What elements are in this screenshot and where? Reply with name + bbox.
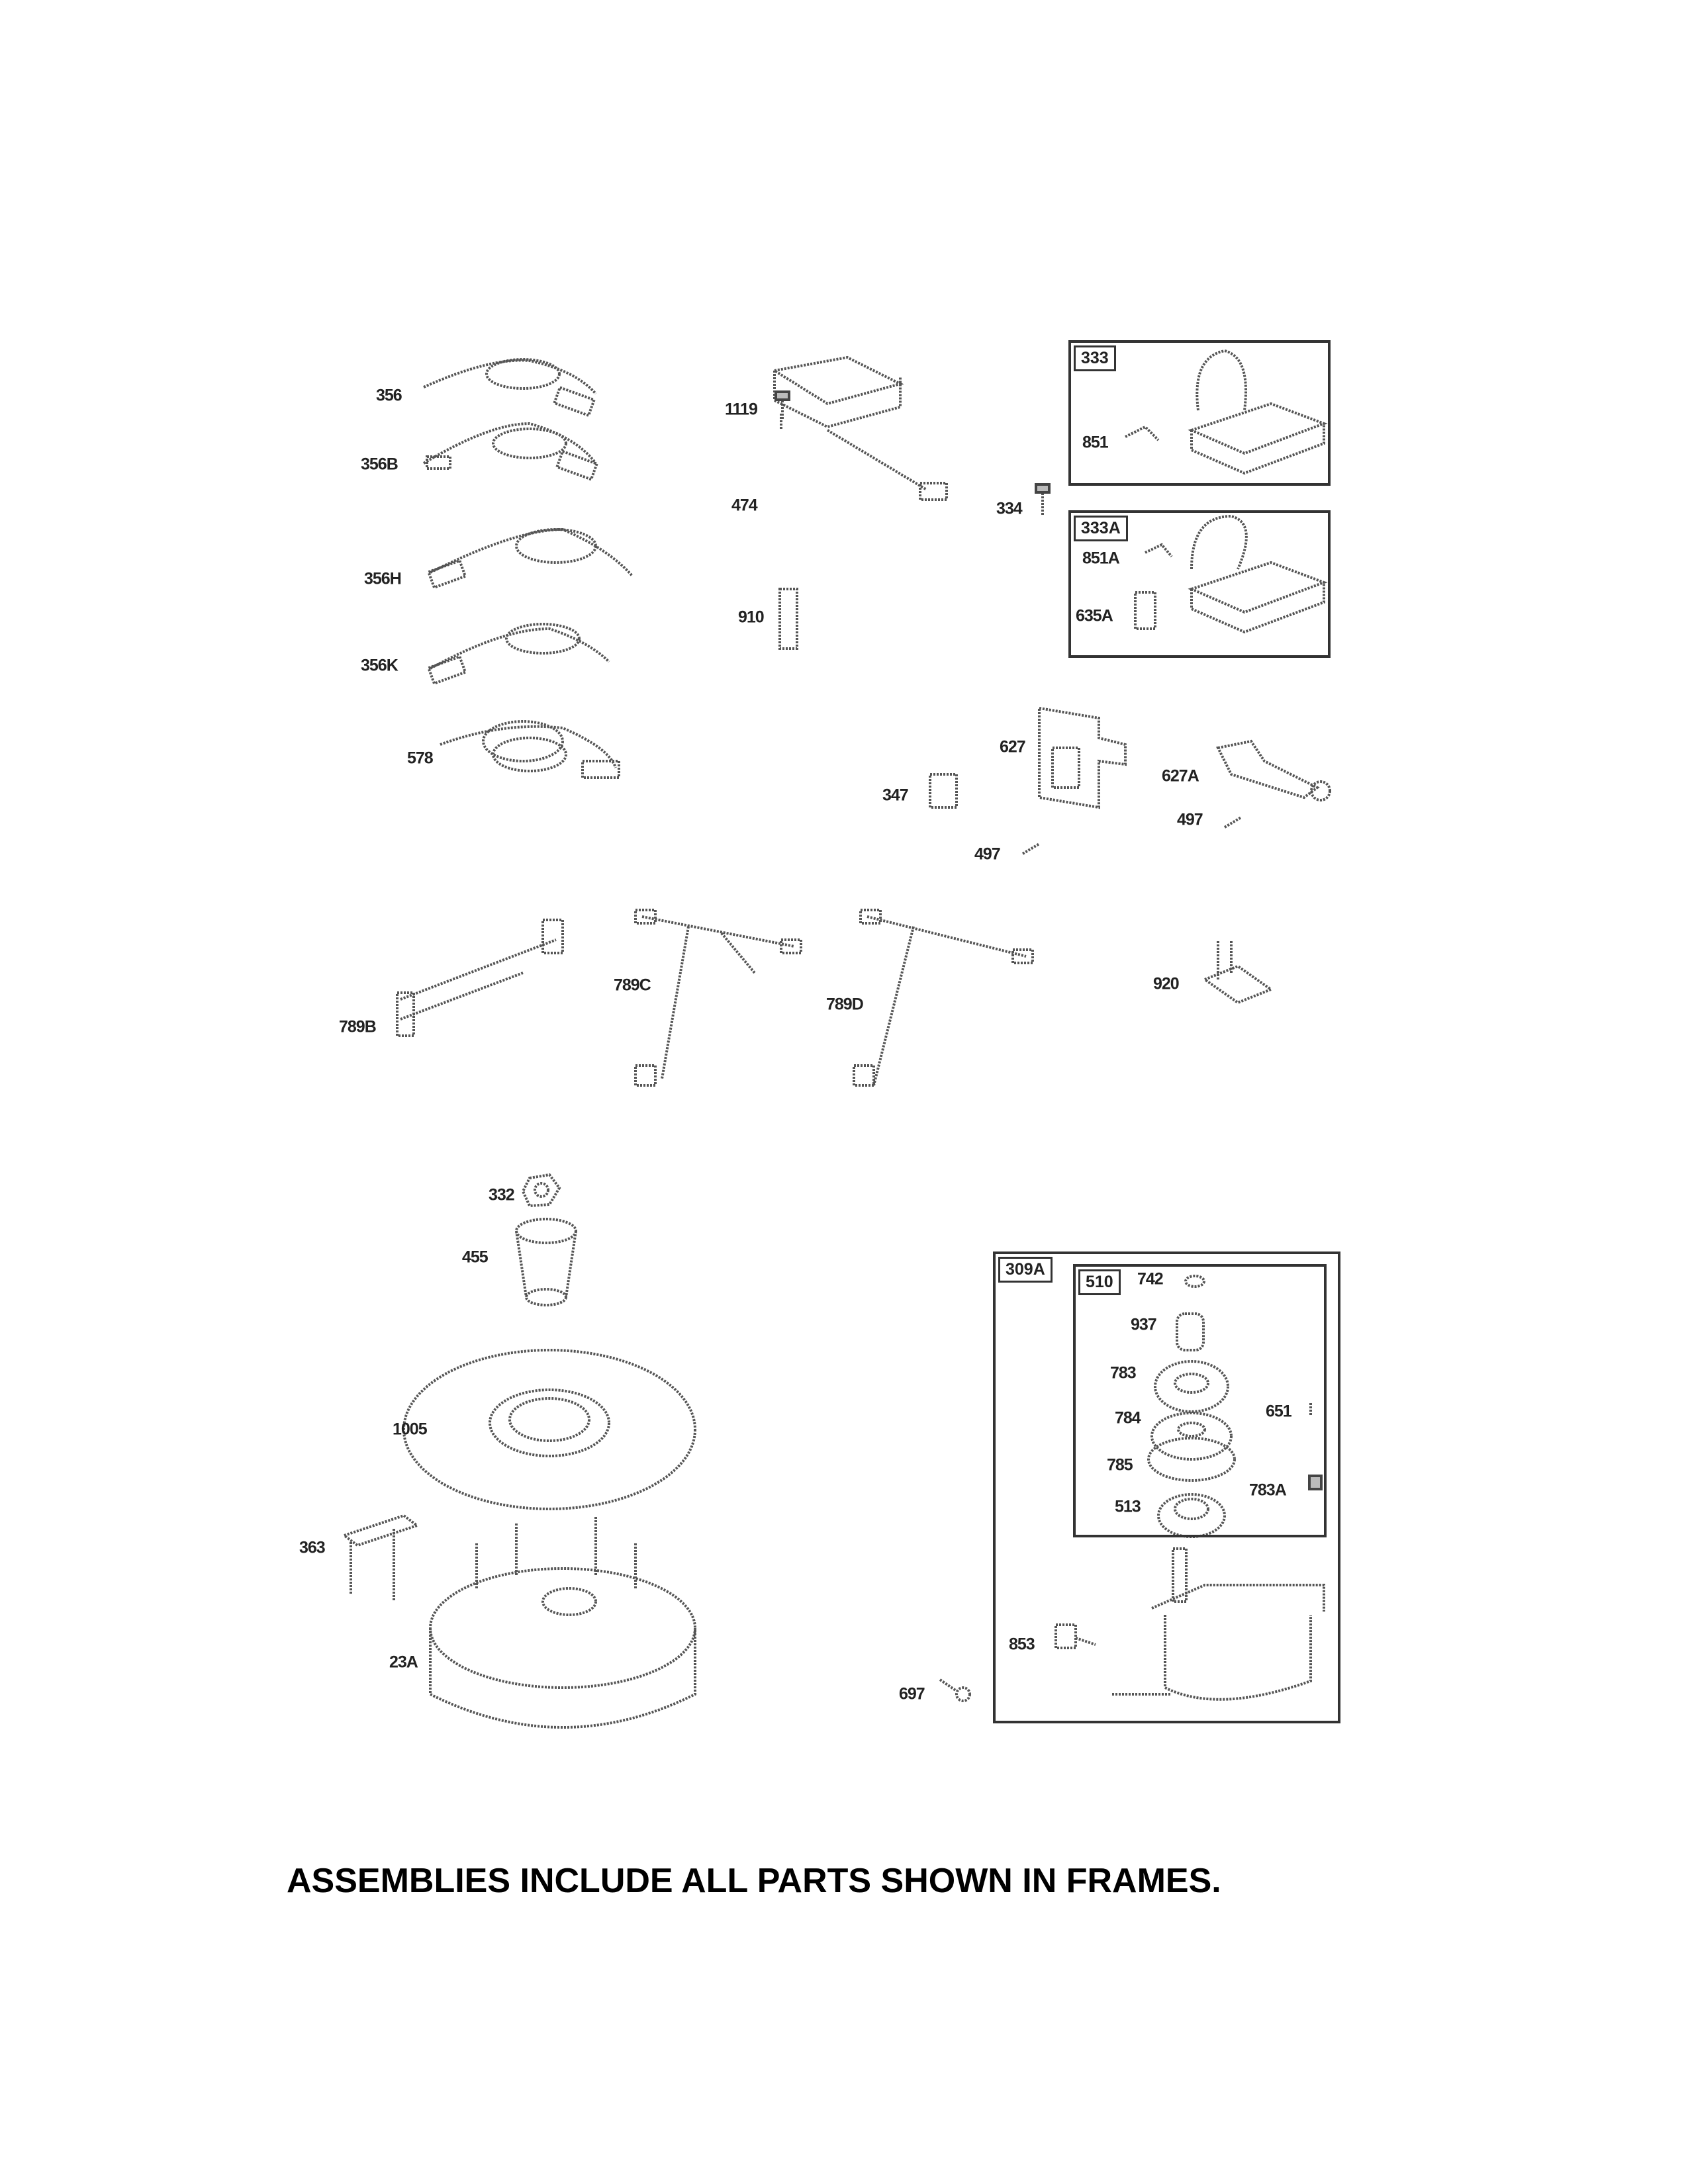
part-label-497: 497 bbox=[1177, 810, 1203, 829]
part-label-785: 785 bbox=[1107, 1455, 1133, 1475]
wire-356h bbox=[426, 527, 633, 590]
part-label-513: 513 bbox=[1115, 1497, 1141, 1516]
bracket-627 bbox=[1038, 706, 1127, 809]
part-label-363: 363 bbox=[299, 1538, 326, 1557]
frame-tag-510: 510 bbox=[1078, 1269, 1121, 1295]
armature-333a bbox=[1134, 514, 1328, 634]
part-label-455: 455 bbox=[462, 1248, 489, 1267]
part-label-784: 784 bbox=[1115, 1408, 1141, 1428]
harness-789b bbox=[396, 919, 564, 1037]
spacer-910 bbox=[778, 588, 798, 650]
part-label-635a: 635A bbox=[1076, 606, 1113, 625]
frame-tag-333a: 333A bbox=[1074, 516, 1128, 541]
gear-783 bbox=[1154, 1360, 1229, 1413]
part-label-347: 347 bbox=[882, 786, 909, 805]
part-label-23a: 23A bbox=[389, 1653, 418, 1672]
washer-742 bbox=[1184, 1275, 1205, 1288]
frame-tag-333: 333 bbox=[1074, 345, 1116, 371]
part-label-474: 474 bbox=[731, 496, 758, 515]
part-label-937: 937 bbox=[1131, 1315, 1157, 1334]
part-label-783a: 783A bbox=[1249, 1480, 1287, 1500]
wire-356k bbox=[426, 623, 610, 686]
bolt-697 bbox=[939, 1678, 971, 1702]
part-label-332: 332 bbox=[489, 1185, 515, 1205]
part-label-1119: 1119 bbox=[725, 400, 758, 419]
switch-347 bbox=[929, 773, 958, 809]
part-label-334: 334 bbox=[996, 499, 1023, 518]
footer-note: ASSEMBLIES INCLUDE ALL PARTS SHOWN IN FR… bbox=[287, 1862, 1221, 1900]
part-label-851a: 851A bbox=[1082, 549, 1120, 568]
part-label-627a: 627A bbox=[1162, 766, 1199, 786]
harness-789c bbox=[634, 909, 802, 1087]
part-label-497: 497 bbox=[974, 844, 1001, 864]
part-label-356h: 356H bbox=[364, 569, 402, 588]
flywheel-23a bbox=[429, 1516, 696, 1729]
nut-332 bbox=[521, 1173, 561, 1208]
part-label-910: 910 bbox=[738, 608, 765, 627]
part-label-651: 651 bbox=[1266, 1402, 1292, 1421]
frame-309a: 309A bbox=[993, 1251, 1340, 1723]
part-label-578: 578 bbox=[407, 749, 434, 768]
armature-333 bbox=[1125, 349, 1328, 475]
part-label-789b: 789B bbox=[339, 1017, 377, 1036]
ignition-module-474 bbox=[771, 355, 948, 501]
bracket-627a bbox=[1216, 739, 1331, 801]
part-label-1005: 1005 bbox=[393, 1420, 428, 1439]
part-label-356b: 356B bbox=[361, 455, 399, 474]
nut-783a bbox=[1308, 1475, 1323, 1490]
part-label-920: 920 bbox=[1153, 974, 1180, 993]
clutch-784-785 bbox=[1147, 1412, 1236, 1482]
part-label-697: 697 bbox=[899, 1684, 925, 1704]
frame-tag-309a: 309A bbox=[998, 1257, 1053, 1283]
connector-853 bbox=[1055, 1623, 1096, 1649]
part-label-851: 851 bbox=[1082, 433, 1109, 452]
screw-497 bbox=[1021, 816, 1243, 855]
frame-333a: 333A bbox=[1068, 510, 1331, 658]
spring-937 bbox=[1176, 1312, 1205, 1351]
part-label-783: 783 bbox=[1110, 1363, 1137, 1383]
part-label-853: 853 bbox=[1009, 1635, 1035, 1654]
part-label-356k: 356K bbox=[361, 656, 399, 675]
part-label-742: 742 bbox=[1137, 1269, 1164, 1289]
cup-455 bbox=[515, 1218, 577, 1306]
frame-510: 510 bbox=[1073, 1264, 1327, 1537]
part-label-789c: 789C bbox=[614, 976, 651, 995]
screw-334 bbox=[1035, 483, 1051, 516]
stud-363 bbox=[341, 1514, 420, 1602]
wire-578 bbox=[440, 720, 620, 779]
wire-356 bbox=[423, 358, 597, 418]
rectifier-920 bbox=[1201, 940, 1274, 1005]
harness-789d bbox=[853, 909, 1034, 1087]
screw-1119 bbox=[774, 390, 790, 420]
frame-333: 333 bbox=[1068, 340, 1331, 486]
wire-356b bbox=[422, 422, 599, 481]
fan-1005 bbox=[402, 1349, 696, 1510]
part-label-356: 356 bbox=[376, 386, 402, 405]
part-label-789d: 789D bbox=[826, 995, 864, 1014]
starter-motor bbox=[1112, 1547, 1325, 1701]
part-label-627: 627 bbox=[1000, 737, 1026, 756]
